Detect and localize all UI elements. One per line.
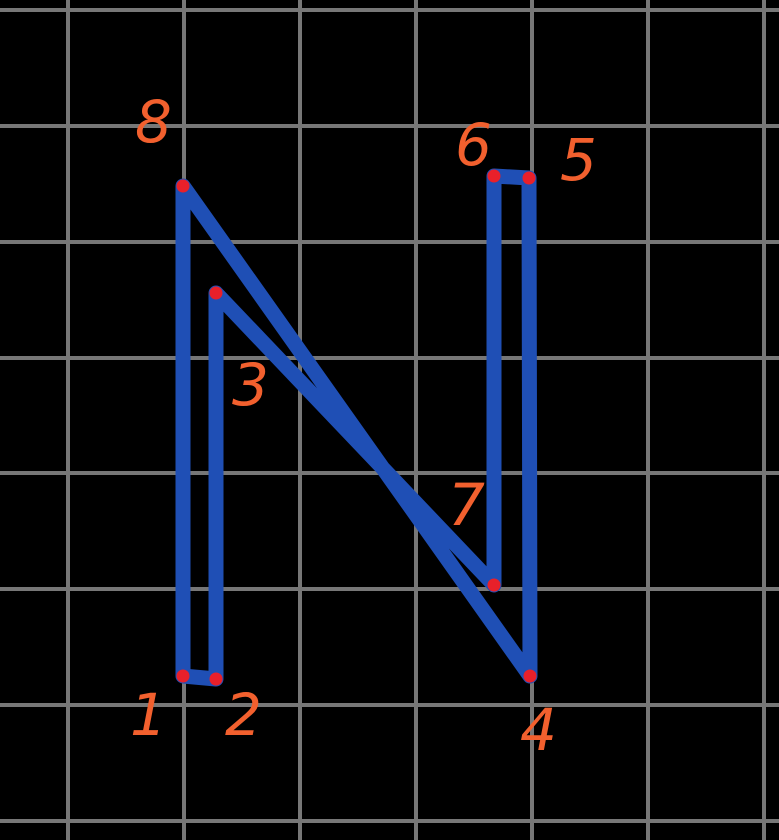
vertex-point-1: [176, 669, 190, 683]
vertex-labels: 1 2 3 4 5 6 7 8: [130, 88, 597, 764]
vertex-point-7: [487, 578, 501, 592]
vertex-label-1: 1: [130, 681, 167, 749]
vertex-point-3: [209, 286, 223, 300]
vertex-point-2: [209, 672, 223, 686]
vertex-points: [176, 169, 537, 686]
vertex-point-5: [522, 171, 536, 185]
vertex-label-4: 4: [520, 696, 557, 764]
vertex-label-8: 8: [135, 88, 172, 156]
vertex-label-5: 5: [560, 126, 597, 194]
vertex-label-6: 6: [455, 111, 492, 179]
vertex-point-6: [487, 169, 501, 183]
vertex-label-3: 3: [232, 351, 269, 419]
vertex-point-8: [176, 179, 190, 193]
vertex-point-4: [523, 669, 537, 683]
vertex-label-7: 7: [448, 471, 485, 539]
vertex-label-2: 2: [225, 681, 262, 749]
